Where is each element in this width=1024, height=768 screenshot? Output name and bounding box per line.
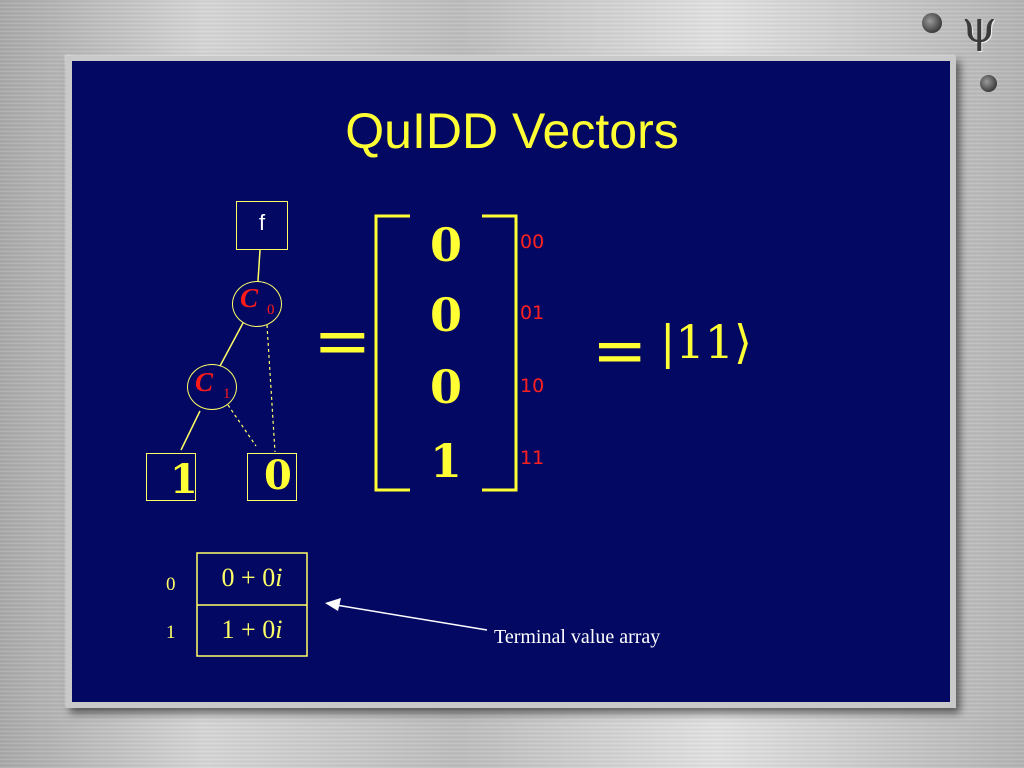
array-value-imag: i: [275, 563, 283, 592]
vector-index-label: 00: [520, 231, 545, 253]
edge-root-c0: [257, 249, 261, 282]
array-value-imag: i: [275, 615, 283, 644]
logo-dot-icon: [980, 75, 997, 92]
array-value-real: 0 + 0: [221, 563, 276, 592]
array-value-row-1: 1 + 0i: [196, 615, 308, 645]
terminal-one-box: [146, 453, 196, 501]
psi-logo-icon: ψ: [962, 2, 997, 53]
array-index: 0: [166, 574, 176, 595]
node-c1-circle: [187, 364, 237, 410]
node-c0-sub: 0: [267, 302, 275, 318]
terminal-zero-box: [247, 453, 297, 501]
root-function-label: f: [258, 210, 266, 235]
root-function-box: [236, 201, 288, 250]
vector-entry: 0: [429, 218, 462, 272]
edge-c1-one-then: [180, 410, 201, 451]
vector-entry: 0: [429, 288, 462, 342]
edge-c0-zero-else: [266, 324, 276, 453]
terminal-zero-value: 0: [264, 452, 292, 499]
slide-title: QuIDD Vectors: [345, 103, 679, 159]
ket-state: |11⟩: [660, 315, 752, 369]
right-bracket: [482, 214, 518, 492]
vector-index-label: 11: [520, 447, 545, 469]
ket-equals-sign: =: [592, 312, 648, 389]
caption-arrow-head: [325, 598, 341, 611]
vector-index-label: 01: [520, 302, 545, 324]
terminal-array-caption: Terminal value array: [494, 626, 661, 648]
edge-c0-c1-then: [219, 322, 244, 367]
caption-arrow-line: [335, 604, 488, 631]
vector-index-label: 10: [520, 375, 545, 397]
edge-c1-zero-else: [227, 404, 257, 447]
vector-entry: 0: [429, 360, 462, 414]
node-c0-circle: [232, 281, 282, 327]
node-c0-var: C: [240, 283, 259, 313]
array-value-real: 1 + 0: [221, 615, 276, 644]
left-bracket: [374, 214, 410, 492]
vector-entry: 1: [429, 434, 462, 488]
vector-equals-sign: =: [313, 300, 372, 382]
node-c1-var: C: [195, 367, 214, 397]
terminal-one-value: 1: [170, 456, 198, 503]
array-value-row-0: 0 + 0i: [196, 563, 308, 593]
array-index: 1: [166, 622, 176, 643]
node-c1-sub: 1: [223, 386, 231, 402]
logo-dot-icon: [922, 13, 942, 33]
